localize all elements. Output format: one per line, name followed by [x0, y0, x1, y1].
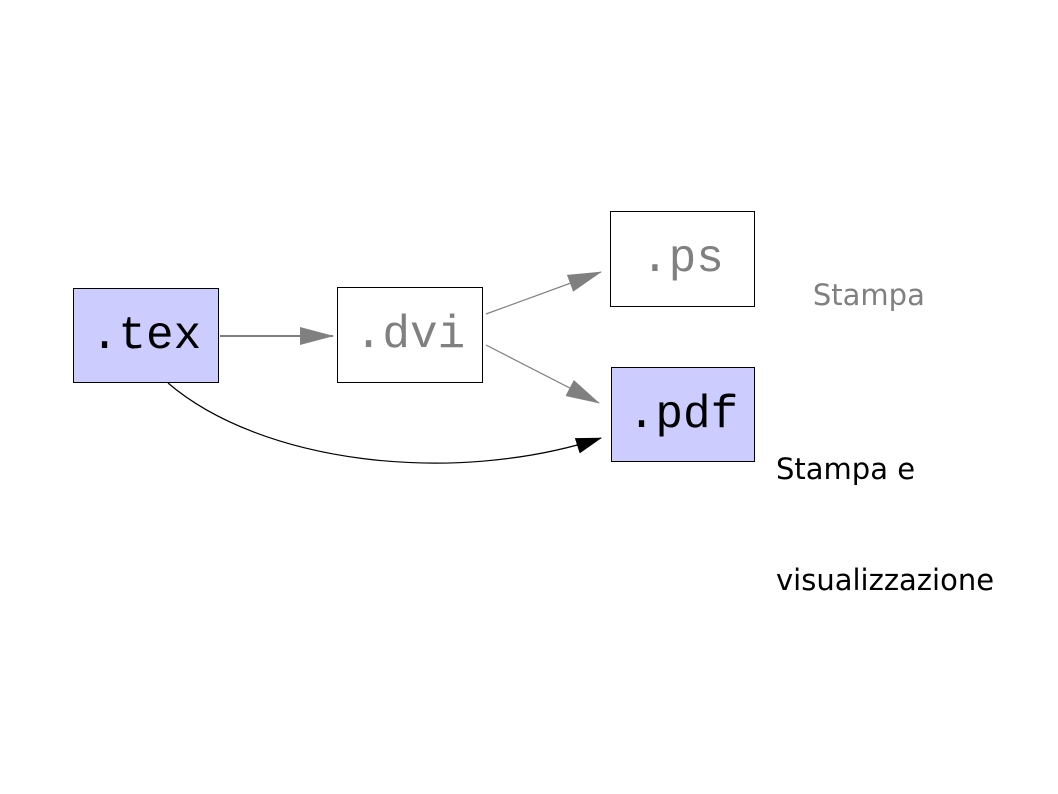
caption-pdf-line1: Stampa e [776, 452, 916, 486]
arrow-tex-to-pdf-curve [167, 382, 602, 464]
arrow-dvi-to-ps [485, 271, 602, 315]
node-pdf: .pdf [611, 367, 755, 462]
caption-ps: Stampa [776, 240, 925, 351]
node-dvi: .dvi [337, 287, 483, 383]
node-pdf-label: .pdf [627, 388, 739, 441]
caption-pdf: Stampa e visualizzazione [776, 377, 994, 673]
caption-pdf-line2: visualizzazione [776, 563, 995, 597]
caption-ps-text: Stampa [812, 278, 925, 312]
node-tex: .tex [73, 288, 219, 383]
arrow-dvi-to-pdf [485, 344, 600, 404]
node-dvi-label: .dvi [354, 309, 466, 361]
node-ps-label: .ps [641, 233, 724, 285]
node-tex-label: .tex [90, 309, 202, 362]
node-ps: .ps [610, 211, 755, 307]
